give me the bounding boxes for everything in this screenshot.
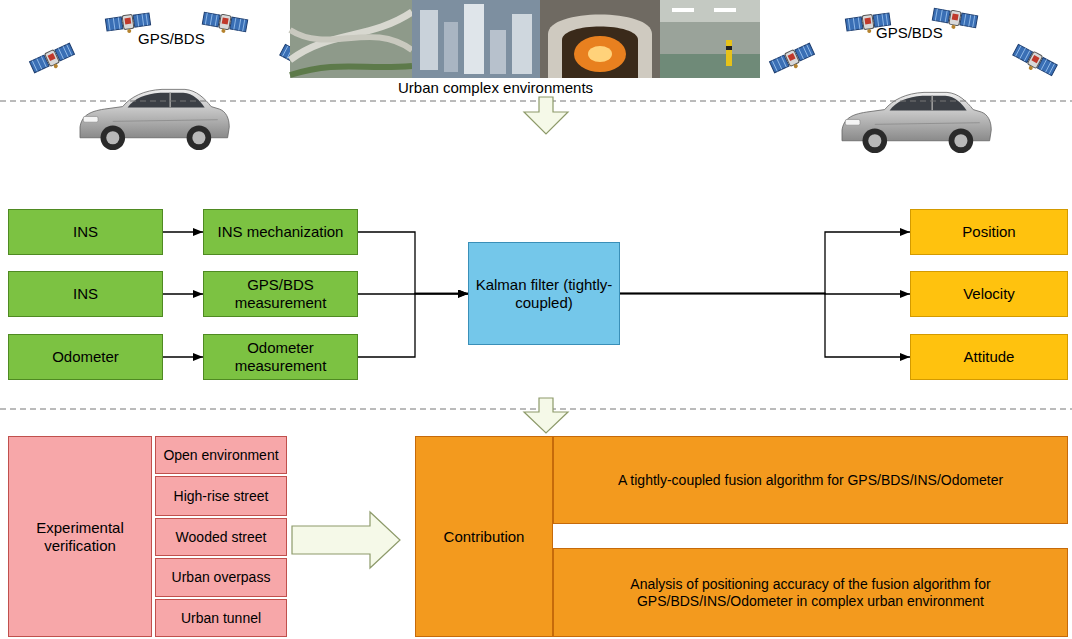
node-text: A tightly-coupled fusion algorithm for G… bbox=[618, 472, 1003, 489]
flow-arrow bbox=[358, 294, 468, 358]
filter-box: Kalman filter (tightly-coupled) bbox=[468, 242, 620, 345]
process-box: Odometer bbox=[8, 334, 163, 380]
contribution-box: Contribution bbox=[415, 436, 553, 637]
scenario-box: Wooded street bbox=[155, 518, 287, 556]
process-box: INS bbox=[8, 271, 163, 317]
scenario-box: Open environment bbox=[155, 436, 287, 474]
system-label: GPS/BDS bbox=[876, 24, 943, 41]
node-text: Experimental verification bbox=[15, 519, 145, 555]
system-label: GPS/BDS bbox=[138, 30, 205, 47]
output-box: Velocity bbox=[910, 271, 1068, 317]
flow-arrow bbox=[163, 356, 203, 357]
node-text: Velocity bbox=[963, 285, 1015, 303]
flow-arrow bbox=[620, 294, 910, 358]
output-box: Attitude bbox=[910, 334, 1068, 380]
scenario-box: Urban overpass bbox=[155, 558, 287, 597]
node-text: Contribution bbox=[444, 528, 525, 546]
node-text: Urban tunnel bbox=[181, 610, 261, 627]
node-text: Analysis of positioning accuracy of the … bbox=[560, 576, 1061, 610]
flow-arrow bbox=[620, 232, 910, 294]
process-box: INS mechanization bbox=[203, 209, 358, 255]
flow-arrow bbox=[163, 293, 203, 294]
flow-arrow bbox=[358, 232, 468, 294]
node-text: Odometer bbox=[52, 348, 119, 366]
node-text: INS mechanization bbox=[218, 223, 344, 241]
node-text: Kalman filter (tightly-coupled) bbox=[475, 276, 613, 312]
scene-caption: Urban complex environments bbox=[398, 79, 593, 96]
group-box: Experimental verification bbox=[8, 436, 152, 637]
contribution-item: Analysis of positioning accuracy of the … bbox=[553, 548, 1068, 637]
node-text: Attitude bbox=[964, 348, 1015, 366]
node-text: Odometer measurement bbox=[210, 339, 351, 375]
node-text: High-rise street bbox=[174, 488, 269, 505]
node-text: Urban overpass bbox=[172, 569, 271, 586]
scenario-box: Urban tunnel bbox=[155, 599, 287, 637]
node-text: Open environment bbox=[163, 447, 278, 464]
process-box: Odometer measurement bbox=[203, 334, 358, 380]
contribution-item: A tightly-coupled fusion algorithm for G… bbox=[553, 436, 1068, 524]
node-text: Position bbox=[962, 223, 1015, 241]
process-box: GPS/BDS measurement bbox=[203, 271, 358, 317]
node-text: Wooded street bbox=[176, 529, 267, 546]
node-text: INS bbox=[73, 285, 98, 303]
flow-arrow bbox=[163, 231, 203, 232]
node-text: INS bbox=[73, 223, 98, 241]
scenario-box: High-rise street bbox=[155, 476, 287, 516]
output-box: Position bbox=[910, 209, 1068, 255]
process-box: INS bbox=[8, 209, 163, 255]
node-text: GPS/BDS measurement bbox=[210, 276, 351, 312]
